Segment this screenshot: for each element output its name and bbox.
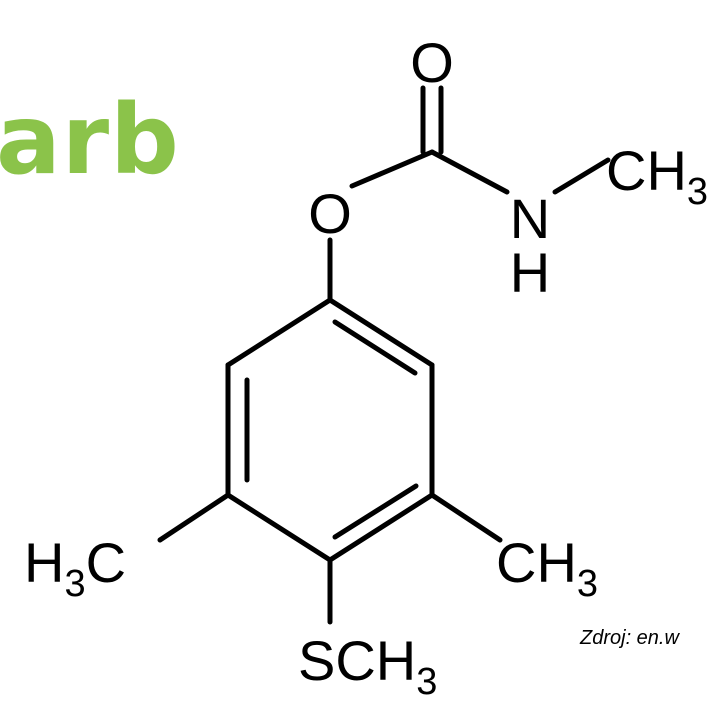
bond-ring-3 <box>327 492 435 563</box>
bond-ring-right-methyl <box>429 492 503 543</box>
atom-n-methyl: CH3 <box>606 139 708 213</box>
bond-ring-6 <box>225 297 333 368</box>
bonds <box>157 85 611 625</box>
atom-amide-h: H <box>510 241 550 304</box>
bond-ring-inner-2 <box>332 483 419 540</box>
bond-ring-left-methyl <box>157 492 231 543</box>
atom-carbonyl-o: O <box>410 31 454 94</box>
bond-ring-inner-1 <box>332 319 418 376</box>
bond-ring-1 <box>327 297 435 368</box>
page-title: arb <box>0 84 180 196</box>
atom-thiomethyl: SCH3 <box>298 629 437 703</box>
atom-ester-o: O <box>308 182 352 245</box>
bond-carbonyl-n <box>429 149 510 195</box>
atom-left-methyl: H3C <box>24 531 126 605</box>
bond-n-methyl <box>552 157 611 195</box>
atom-right-methyl: CH3 <box>496 531 598 605</box>
atom-amide-n: N <box>510 187 550 250</box>
bond-ester-o-carbonyl <box>349 149 435 189</box>
source-caption: Zdroj: en.w <box>580 627 679 649</box>
bond-ring-4 <box>225 492 333 563</box>
atom-labels: O O N H CH3 H3C CH3 SCH3 <box>24 31 708 703</box>
